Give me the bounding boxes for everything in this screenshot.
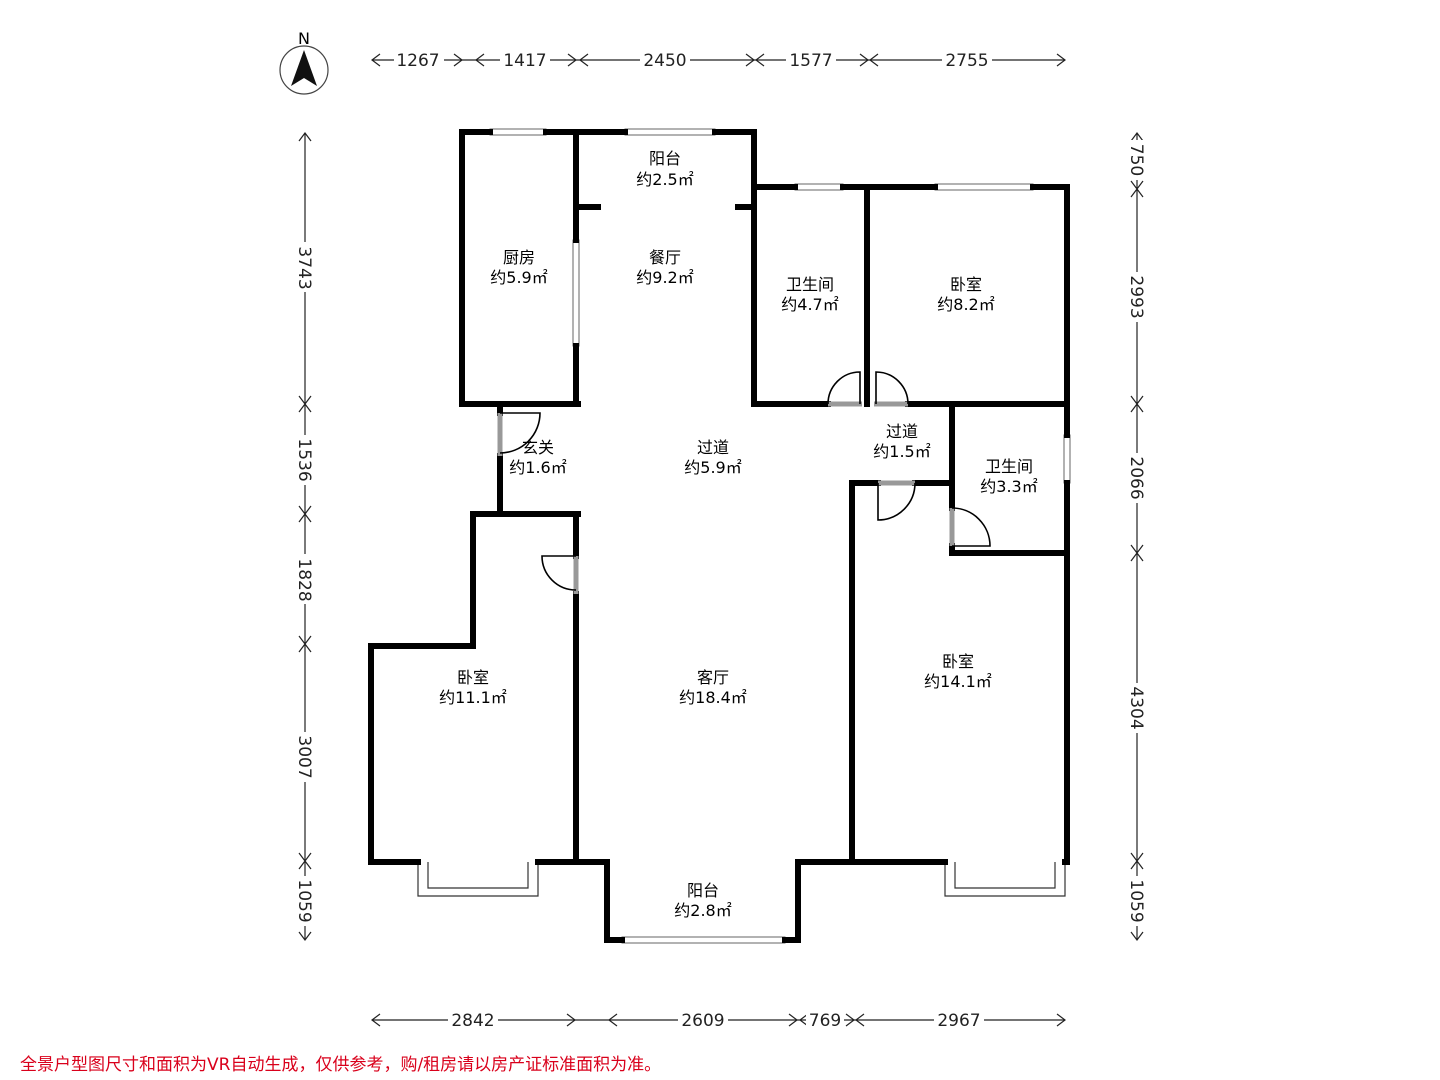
- door-bedroom-ne: [874, 371, 909, 407]
- room-bath1-area: 约4.7㎡: [781, 295, 838, 314]
- room-kitchen-name: 厨房: [503, 248, 535, 267]
- door-bath2: [949, 507, 991, 547]
- dim-left-2: 1536: [294, 438, 314, 481]
- room-kitchen-area: 约5.9㎡: [490, 268, 547, 287]
- door-bedroom-w: [541, 555, 579, 594]
- compass: N: [279, 29, 329, 95]
- dim-left-3: 1828: [294, 558, 314, 601]
- dim-right-1: 750: [1126, 144, 1146, 176]
- room-balcony-top-area: 约2.5㎡: [636, 170, 693, 189]
- room-living-name: 客厅: [697, 668, 729, 687]
- room-entry-name: 玄关: [522, 438, 554, 457]
- room-living-area: 约18.4㎡: [679, 688, 747, 707]
- dim-bottom-4: 2967: [937, 1011, 980, 1031]
- room-bath1-name: 卫生间: [786, 275, 834, 294]
- door-bath1: [827, 371, 862, 407]
- dim-bottom-2: 2609: [681, 1011, 724, 1031]
- room-bath2-area: 约3.3㎡: [980, 477, 1037, 496]
- room-bedroom-se-area: 约14.1㎡: [924, 672, 992, 691]
- door-entry: [497, 412, 541, 456]
- room-bedroom-ne-area: 约8.2㎡: [937, 295, 994, 314]
- room-entry-area: 约1.6㎡: [509, 458, 566, 477]
- door-bedroom-se: [877, 480, 916, 521]
- dim-right-3: 2066: [1126, 456, 1146, 499]
- right-dimensions: 750 2993 2066 4304 1059: [1126, 132, 1148, 941]
- dim-left-1: 3743: [294, 246, 314, 289]
- dim-right-4: 4304: [1126, 686, 1146, 729]
- room-corridor-small-name: 过道: [886, 422, 918, 441]
- dim-left-5: 1059: [294, 879, 314, 922]
- room-bedroom-ne-name: 卧室: [950, 275, 982, 294]
- room-balcony-top-name: 阳台: [649, 149, 681, 168]
- walls: [368, 129, 1070, 943]
- room-bath2-name: 卫生间: [985, 457, 1033, 476]
- dim-right-2: 2993: [1126, 275, 1146, 318]
- dim-top-1: 1267: [396, 51, 439, 71]
- room-corridor-main-name: 过道: [697, 438, 729, 457]
- dim-bottom-3: 769: [809, 1011, 841, 1031]
- compass-label: N: [298, 29, 310, 48]
- dim-top-3: 2450: [643, 51, 686, 71]
- dim-top-2: 1417: [503, 51, 546, 71]
- disclaimer-text: 全景户型图尺寸和面积为VR自动生成，仅供参考，购/租房请以房产证标准面积为准。: [20, 1055, 662, 1075]
- dim-bottom-1: 2842: [451, 1011, 494, 1031]
- room-balcony-bottom-area: 约2.8㎡: [674, 901, 731, 920]
- doors: [497, 371, 991, 594]
- room-dining-area: 约9.2㎡: [636, 268, 693, 287]
- left-dimensions: 3743 1536 1828 3007 1059: [294, 132, 316, 941]
- room-dining-name: 餐厅: [649, 248, 681, 267]
- room-bedroom-se-name: 卧室: [942, 652, 974, 671]
- dim-right-5: 1059: [1126, 879, 1146, 922]
- room-corridor-main-area: 约5.9㎡: [684, 458, 741, 477]
- room-balcony-bottom-name: 阳台: [687, 881, 719, 900]
- top-dimensions: 1267 1417 2450 1577 2755: [371, 48, 1066, 71]
- dim-left-4: 3007: [294, 735, 314, 778]
- dim-top-5: 2755: [945, 51, 988, 71]
- room-bedroom-w-area: 约11.1㎡: [439, 688, 507, 707]
- room-corridor-small-area: 约1.5㎡: [873, 442, 930, 461]
- bottom-dimensions: 2842 2609 769 2967: [371, 1008, 1066, 1031]
- dim-top-4: 1577: [789, 51, 832, 71]
- room-bedroom-w-name: 卧室: [457, 668, 489, 687]
- north-arrow-icon: [279, 45, 329, 95]
- room-labels: 阳台 约2.5㎡ 厨房 约5.9㎡ 餐厅 约9.2㎡ 卫生间 约4.7㎡ 卧室 …: [439, 149, 1038, 920]
